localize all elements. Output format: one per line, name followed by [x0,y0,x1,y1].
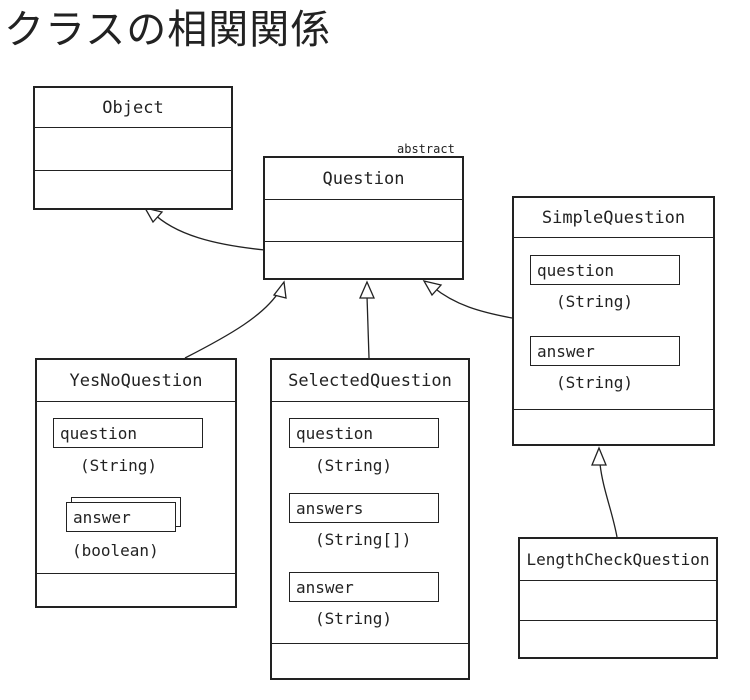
class-lengthcheck-question-attributes [520,581,716,621]
class-lengthcheck-question: LengthCheckQuestion [518,537,718,659]
simple-field-answer: answer [530,336,680,366]
arrow-head-selected [359,280,375,299]
selected-field-question: question [289,418,439,448]
class-simple-question-methods [514,410,713,444]
simple-field-answer-type: (String) [556,373,634,392]
yesno-field-question: question [53,418,203,448]
arrow-simple-to-question [432,286,513,319]
simple-field-question-type: (String) [556,292,634,311]
class-simple-question: SimpleQuestion [512,196,715,446]
diagram-title: クラスの相関関係 [4,7,332,53]
selected-field-answer-type: (String) [315,609,393,628]
arrow-selected-to-question [366,295,370,359]
class-question-methods [265,242,462,278]
class-object: Object [33,86,233,210]
arrow-head-simple [422,280,443,297]
class-yesno-question-name: YesNoQuestion [37,360,235,402]
arrow-head-object [143,207,164,224]
arrow-head-lengthcheck [591,446,607,466]
class-question: Question [263,156,464,280]
class-question-name: Question [265,158,462,200]
class-lengthcheck-question-name: LengthCheckQuestion [520,539,716,581]
class-object-name: Object [35,88,231,128]
class-question-attributes [265,200,462,242]
selected-field-answer: answer [289,572,439,602]
class-selected-question-name: SelectedQuestion [272,360,468,402]
class-selected-question-attributes [272,402,468,644]
class-selected-question-methods [272,644,468,678]
selected-field-question-type: (String) [315,456,393,475]
class-simple-question-name: SimpleQuestion [514,198,713,238]
question-stereotype: abstract [397,142,455,156]
yesno-field-answer-type: (boolean) [72,541,159,560]
arrow-head-yesno [272,280,287,299]
class-simple-question-attributes [514,238,713,410]
class-lengthcheck-question-methods [520,621,716,657]
class-yesno-question-attributes [37,402,235,574]
arrow-question-to-object [151,211,266,251]
arrow-lengthcheck-to-simple [599,463,618,538]
selected-field-answers-type: (String[]) [315,530,412,549]
class-object-methods [35,171,231,208]
yesno-field-question-type: (String) [80,456,158,475]
selected-field-answers: answers [289,493,439,523]
class-yesno-question: YesNoQuestion [35,358,237,608]
class-yesno-question-methods [37,574,235,606]
simple-field-question: question [530,255,680,285]
class-object-attributes [35,128,231,171]
arrow-yesno-to-question [184,289,281,359]
yesno-field-answer: answer [66,502,176,532]
